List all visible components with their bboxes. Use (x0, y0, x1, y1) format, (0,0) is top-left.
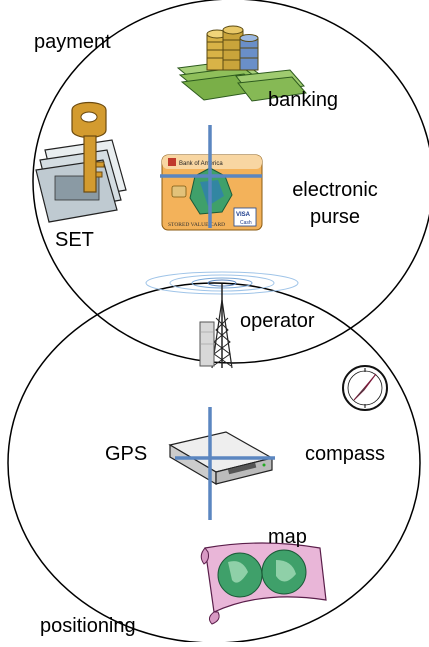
positioning-cross (175, 407, 275, 520)
card-bank-text: Bank of America (179, 161, 223, 167)
money-stack-icon (176, 25, 307, 102)
antenna-tower-icon (145, 271, 299, 369)
payment-cross (160, 125, 262, 228)
electronic-purse-label-line2: purse (309, 206, 361, 228)
map-icon (200, 542, 327, 625)
operator-label: operator (240, 310, 315, 332)
map-label: map (268, 526, 307, 548)
payment-circle (32, 0, 429, 364)
compass-icon (342, 365, 388, 411)
key-icon (35, 101, 127, 223)
compass-label: compass (305, 443, 386, 465)
smart-card-icon: Bank of America STORED VALUE CARD VISA C… (161, 154, 263, 231)
gps-device-icon (168, 431, 274, 486)
banking-label: banking (268, 89, 339, 111)
card-stored-value-text: STORED VALUE CARD (168, 222, 225, 228)
card-visa-text: VISA (236, 212, 251, 218)
positioning-label: positioning (40, 615, 136, 637)
payment-label: payment (34, 31, 111, 53)
gps-label: GPS (105, 443, 148, 465)
electronic-purse-label-line1: electronic (292, 179, 378, 201)
set-label: SET (55, 229, 94, 251)
card-cash-text: Cash (240, 220, 252, 226)
